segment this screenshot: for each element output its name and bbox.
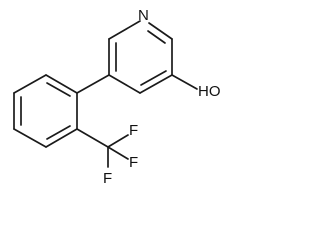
bond-b1-b2 (45, 74, 78, 94)
bond-c6-n-double (147, 30, 166, 44)
bond-c4-c5-double (140, 70, 167, 86)
bond-b5-b6 (45, 128, 78, 148)
bond-c3-c4 (108, 74, 141, 94)
bond-c4-c5 (139, 74, 173, 94)
bond-b5-b6-double (46, 125, 71, 140)
nitrogen-atom-label: N (138, 7, 149, 24)
bond-n-c2 (108, 20, 141, 40)
bond-c-f-top (107, 134, 129, 148)
bond-b1-b2-double (46, 82, 71, 97)
fluorine-atom-label-top: F (129, 122, 138, 139)
hydroxyl-group-label: HO (198, 83, 221, 100)
benzene-ring (13, 74, 78, 148)
bond-biaryl (76, 74, 110, 94)
trifluoromethyl-group (76, 128, 129, 168)
bond-c6-n (148, 22, 173, 40)
bond-c-f-right (107, 146, 129, 160)
chemical-structure-diagram: N HO F F F (13, 7, 221, 187)
fluorine-atom-label-bottom: F (103, 170, 112, 187)
bond-b2-b3 (13, 74, 47, 94)
bond-ring-cf3 (76, 128, 109, 148)
pyridine-ring (108, 20, 173, 94)
bond-b4-b5 (13, 128, 47, 148)
fluorine-atom-label-right: F (129, 154, 138, 171)
bond-c5-oxygen (171, 74, 198, 90)
